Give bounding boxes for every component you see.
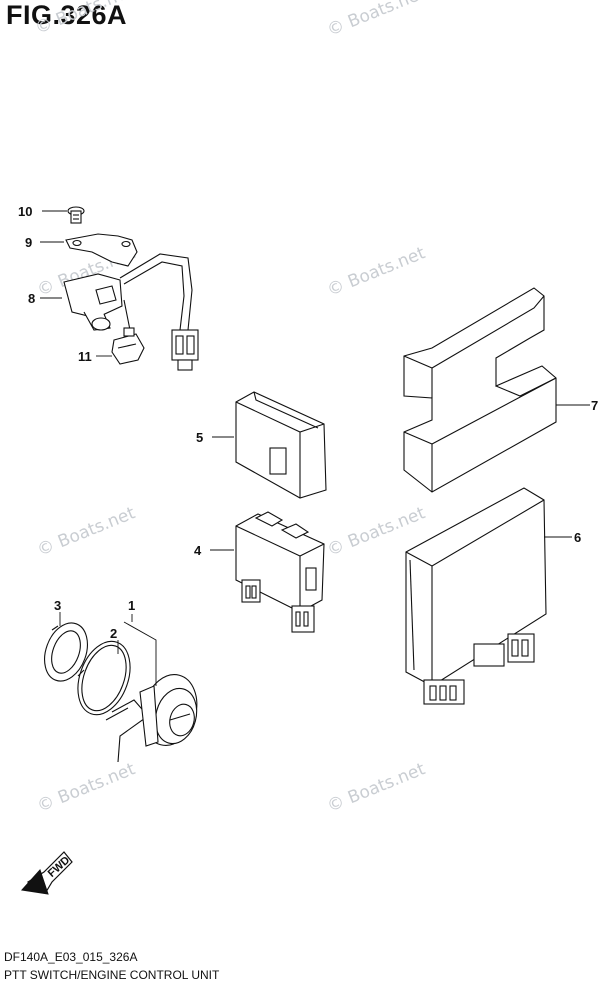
part-11-clamp[interactable] — [111, 327, 145, 365]
watermark-1: © Boats.net — [32, 0, 136, 39]
part-10-screw[interactable] — [67, 206, 85, 224]
fwd-arrow: FWD — [21, 851, 73, 895]
callout-8[interactable]: 8 — [28, 291, 35, 306]
figure-title: FIG.326A — [6, 0, 128, 30]
harness-connector[interactable] — [171, 329, 199, 371]
watermarks: © Boats.net © Boats.net © Boats.net © Bo… — [32, 0, 428, 817]
part-7-cushion[interactable] — [403, 287, 557, 493]
part-8-switch[interactable] — [63, 273, 123, 331]
part-3-nut[interactable] — [37, 617, 95, 687]
watermark-5: © Boats.net — [34, 503, 138, 561]
callout-4[interactable]: 4 — [194, 543, 202, 558]
callout-3[interactable]: 3 — [54, 598, 61, 613]
part-2-oring[interactable] — [68, 634, 139, 722]
callout-7[interactable]: 7 — [591, 398, 598, 413]
part-6-ecu[interactable] — [405, 487, 547, 705]
watermark-8: © Boats.net — [324, 759, 428, 817]
callout-10[interactable]: 10 — [18, 204, 32, 219]
watermark-7: © Boats.net — [34, 759, 138, 817]
callout-1[interactable]: 1 — [128, 598, 135, 613]
watermark-4: © Boats.net — [324, 243, 428, 301]
callout-5[interactable]: 5 — [196, 430, 203, 445]
part-1-ptt-switch[interactable] — [105, 668, 204, 763]
part-4-module[interactable] — [235, 511, 325, 633]
figure-name: PTT SWITCH/ENGINE CONTROL UNIT — [4, 968, 220, 982]
drawing-code: DF140A_E03_015_326A — [4, 950, 138, 964]
part-9-bracket[interactable] — [65, 233, 138, 267]
watermark-2: © Boats.net — [324, 0, 428, 41]
callout-11[interactable]: 11 — [78, 349, 92, 364]
part-5-cover[interactable] — [235, 391, 327, 499]
callout-2[interactable]: 2 — [110, 626, 117, 641]
callout-6[interactable]: 6 — [574, 530, 581, 545]
callout-9[interactable]: 9 — [25, 235, 32, 250]
